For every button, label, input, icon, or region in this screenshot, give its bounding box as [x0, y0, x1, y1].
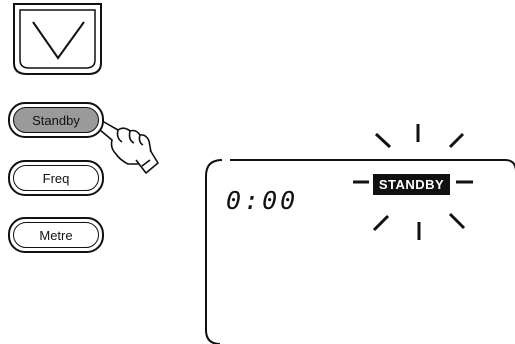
metre-button[interactable]: Metre — [8, 217, 104, 253]
freq-button-label: Freq — [43, 171, 70, 186]
standby-indicator: STANDBY — [373, 174, 450, 195]
display-time: 0:00 — [226, 186, 298, 215]
standby-button[interactable]: Standby — [8, 102, 104, 138]
freq-button[interactable]: Freq — [8, 160, 104, 196]
metre-button-label: Metre — [39, 228, 72, 243]
standby-button-label: Standby — [32, 113, 80, 128]
down-button[interactable] — [14, 4, 101, 74]
